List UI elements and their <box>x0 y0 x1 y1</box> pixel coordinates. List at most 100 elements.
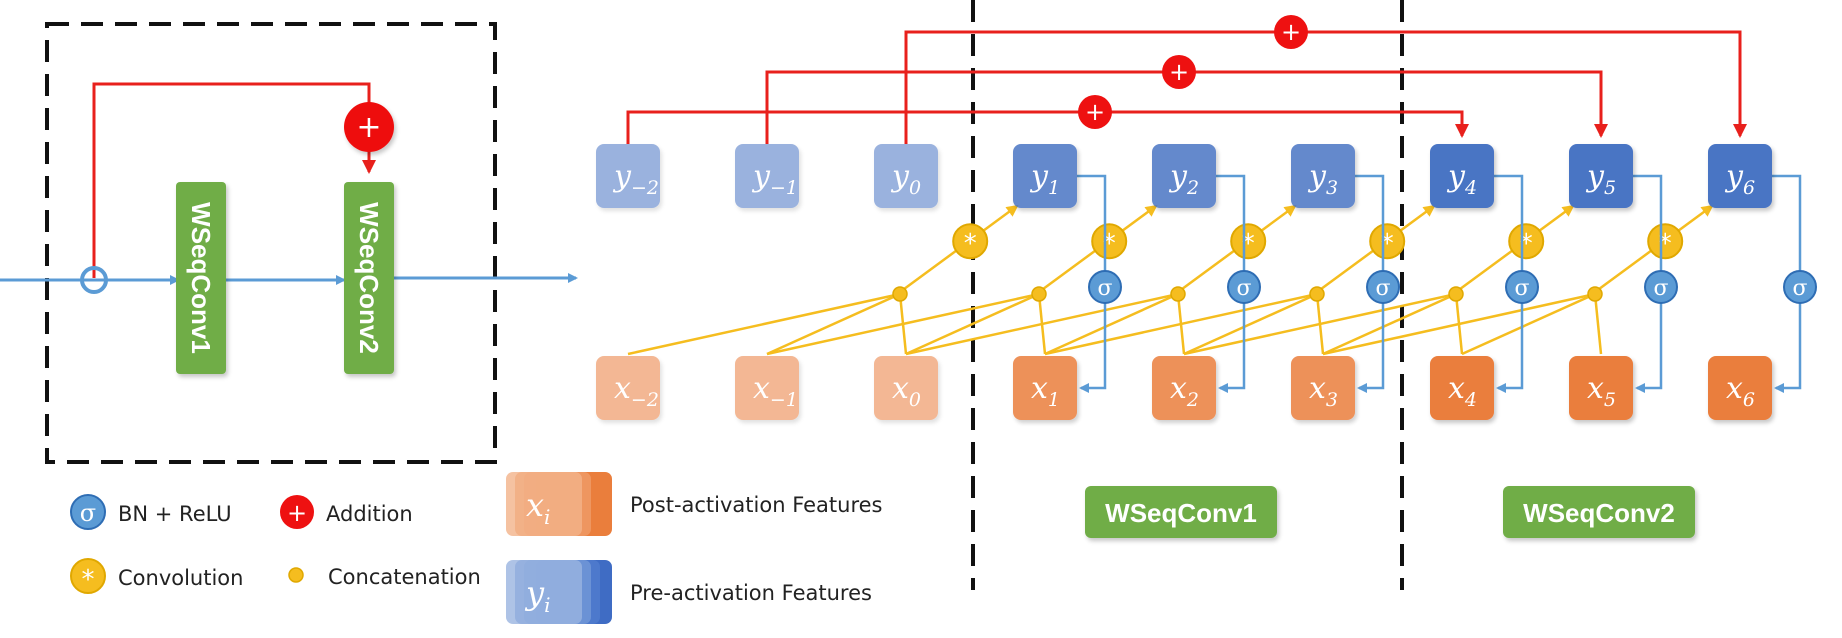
x-node-label: x4 <box>1448 371 1477 411</box>
convolution-node <box>1230 223 1267 260</box>
legend-convolution-label: Convolution <box>118 566 243 590</box>
y-node-label: y2 <box>1168 159 1199 199</box>
x-node <box>874 356 938 420</box>
addition-node-symbol: + <box>1281 18 1301 46</box>
bn-relu-node <box>1088 270 1122 304</box>
bn-relu-node-symbol: σ <box>1236 276 1251 301</box>
convolution-node <box>1508 223 1545 260</box>
legend-pre-activation-label: Pre-activation Features <box>630 581 872 605</box>
wseqconv2-block-label: WSeqConv2 <box>354 202 384 354</box>
addition-node <box>1162 55 1196 89</box>
convolution-node-symbol: * <box>964 229 977 259</box>
x-node-label: x−2 <box>614 371 659 411</box>
star-icon-symbol: * <box>82 565 95 595</box>
y-node <box>1291 144 1355 208</box>
residual-line <box>904 30 1747 144</box>
sigma-icon <box>70 494 106 530</box>
sigma-icon-symbol: σ <box>80 499 96 527</box>
section-label-wseqconv1: WSeqConv1 <box>1085 486 1277 538</box>
dot-icon <box>288 567 304 583</box>
concatenation-node <box>1587 286 1603 302</box>
legend-post-symbol: xi <box>526 486 550 529</box>
addition-node-symbol: + <box>1085 98 1105 126</box>
legend-convolution: * Convolution <box>70 558 243 595</box>
y-node-label: y1 <box>1029 159 1060 199</box>
conv-input-line <box>1183 292 1457 356</box>
star-icon <box>70 558 106 594</box>
conv-input-line <box>1322 292 1457 356</box>
y-node <box>1430 144 1494 208</box>
residual-block-panel: + WSeqConv1 WSeqConv2 <box>0 22 578 464</box>
x-node-label: x2 <box>1170 371 1199 411</box>
wseqconv2-block <box>344 182 394 374</box>
conv-input-line <box>1044 292 1318 356</box>
y-node <box>1569 144 1633 208</box>
conv-input-line <box>627 292 901 356</box>
legend-addition-label: Addition <box>326 502 413 526</box>
concatenation-node <box>1031 286 1047 302</box>
plus-icon-symbol: + <box>287 499 307 527</box>
concatenation-node <box>1309 286 1325 302</box>
addition-node-left <box>344 102 394 152</box>
concatenation-node <box>892 286 908 302</box>
addition-node-symbol: + <box>1169 58 1189 86</box>
legend-pre-activation: yi Pre-activation Features <box>506 560 872 624</box>
conv-input-line <box>766 292 1040 356</box>
addition-node <box>1078 95 1112 129</box>
y-node-label: y−2 <box>612 159 659 199</box>
section-label-wseqconv2: WSeqConv2 <box>1503 486 1695 538</box>
legend-post-activation: xi Post-activation Features <box>506 472 883 536</box>
y-node-label: y6 <box>1724 159 1755 199</box>
bn-relu-node-symbol: σ <box>1375 276 1390 301</box>
conv-input-line <box>1044 292 1179 356</box>
convolution-node <box>1647 223 1684 260</box>
x-node-label: x1 <box>1031 371 1060 411</box>
wseqconv1-block-label: WSeqConv1 <box>186 202 216 354</box>
x-node-label: x5 <box>1587 371 1616 411</box>
legend-addition: + Addition <box>280 495 413 529</box>
x-node <box>1013 356 1077 420</box>
bn-relu-node <box>1644 270 1678 304</box>
conv-input-line <box>1593 293 1603 355</box>
y-node-label: y−1 <box>751 159 798 199</box>
conv-input-line <box>905 292 1040 356</box>
section-label-wseqconv1-text: WSeqConv1 <box>1105 498 1257 528</box>
y-node <box>1708 144 1772 208</box>
legend-pre-symbol: yi <box>524 574 550 617</box>
bn-relu-node-symbol: σ <box>1792 276 1807 301</box>
legend: σ BN + ReLU + Addition * Convolution Con… <box>70 472 883 624</box>
x-node-label: x−1 <box>753 371 798 411</box>
plus-icon <box>280 495 314 529</box>
y-node <box>874 144 938 208</box>
wseqconv1-block <box>176 182 226 374</box>
split-node <box>80 266 108 294</box>
y-node-label: y4 <box>1446 159 1477 199</box>
convolution-node <box>952 223 989 260</box>
legend-post-activation-label: Post-activation Features <box>630 493 883 517</box>
bn-relu-node <box>1505 270 1539 304</box>
residual-line <box>626 110 1469 144</box>
x-node <box>596 356 660 420</box>
bn-relu-node-symbol: σ <box>1514 276 1529 301</box>
conv-input-line <box>1461 292 1596 356</box>
y-node <box>596 144 660 208</box>
x-node-label: x3 <box>1309 371 1338 411</box>
legend-concatenation-label: Concatenation <box>328 565 481 589</box>
bn-relu-node <box>1227 270 1261 304</box>
convolution-node <box>1091 223 1128 260</box>
y-node <box>735 144 799 208</box>
y-node-label: y0 <box>890 159 921 199</box>
convolution-node <box>1369 223 1406 260</box>
x-node <box>735 356 799 420</box>
x-node <box>1291 356 1355 420</box>
x-node-label: x6 <box>1726 371 1755 411</box>
x-node <box>1569 356 1633 420</box>
conv-input-line <box>1322 292 1596 356</box>
bn-relu-node-symbol: σ <box>1097 276 1112 301</box>
section-label-wseqconv2-text: WSeqConv2 <box>1523 498 1675 528</box>
y-node-label: y3 <box>1307 159 1338 199</box>
concatenation-node <box>1448 286 1464 302</box>
conv-input-line <box>1183 292 1318 356</box>
legend-bn-relu: σ BN + ReLU <box>70 494 232 530</box>
